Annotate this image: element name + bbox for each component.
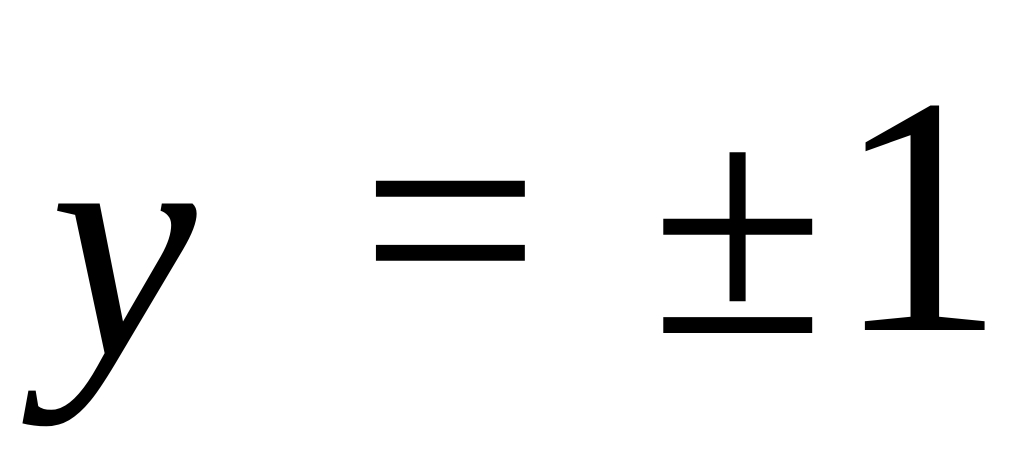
equals-sign: =	[360, 43, 541, 397]
plus-minus-sign: ±	[650, 49, 826, 403]
variable-y: y	[50, 62, 197, 427]
value-one: 1	[835, 27, 1005, 404]
